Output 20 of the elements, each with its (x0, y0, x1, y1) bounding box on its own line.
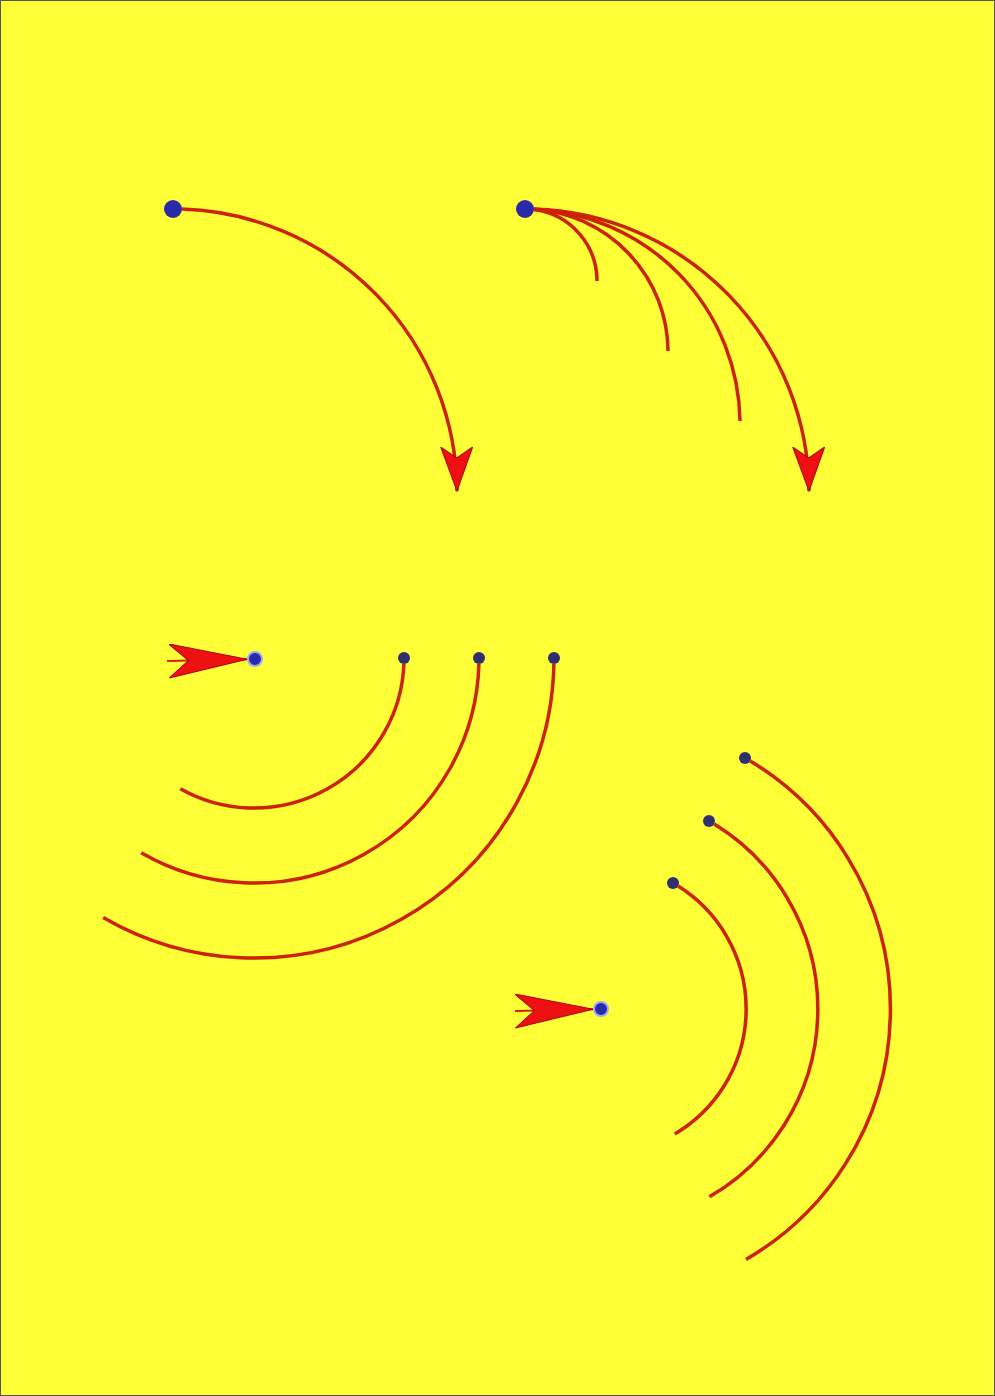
curved-line (744, 759, 892, 1261)
dot (703, 815, 715, 827)
curved-line (708, 822, 820, 1199)
curved-line (673, 884, 748, 1136)
arrowhead-pointer (514, 993, 594, 1029)
dot (667, 877, 679, 889)
curved-line (102, 663, 556, 960)
dot (593, 1001, 609, 1017)
curved-line (179, 663, 406, 810)
dot (473, 652, 485, 664)
curved-arrow (533, 207, 823, 492)
curved-arrow (181, 207, 471, 492)
dot (516, 200, 534, 218)
dot (739, 752, 751, 764)
curved-line (140, 663, 481, 885)
dot (548, 652, 560, 664)
arrowhead-pointer (166, 643, 248, 679)
dot (247, 651, 263, 667)
dot (398, 652, 410, 664)
dot (164, 200, 182, 218)
